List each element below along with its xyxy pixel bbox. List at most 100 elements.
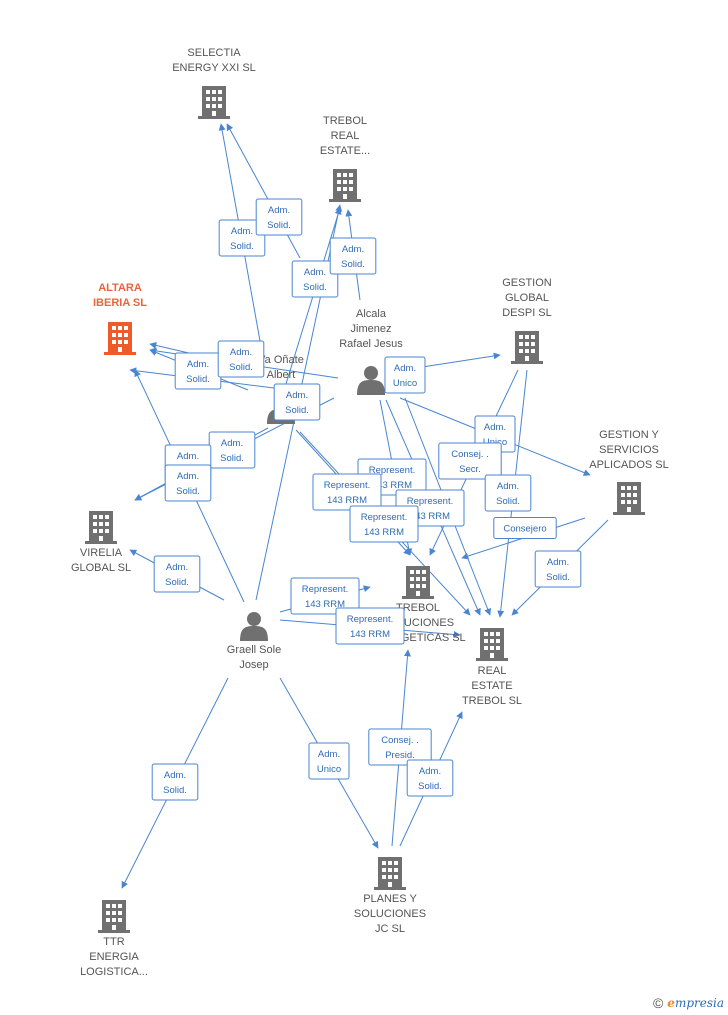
node-label: JC SL xyxy=(375,923,405,935)
edge-role-label[interactable]: Consej. . Secr. xyxy=(438,442,502,480)
edge-role-label[interactable]: Represent.143 RRM xyxy=(290,577,360,615)
node-label: SERVICIOS xyxy=(599,444,659,456)
node-label: APLICADOS SL xyxy=(589,459,668,471)
edge-role-text: Consejero xyxy=(503,524,546,535)
company-node-gestion_servicios[interactable]: GESTION Y SERVICIOS APLICADOS SL xyxy=(589,429,669,515)
node-label: TTR xyxy=(103,936,124,948)
brand-logo: empresia xyxy=(667,996,724,1010)
edge-role-label[interactable]: Adm. Unico xyxy=(384,356,426,394)
building-icon xyxy=(613,482,645,515)
edge-role-text: Solid. xyxy=(285,405,309,416)
edge-role-text: Adm. xyxy=(497,481,519,492)
edge-role-label[interactable]: Consej. . Presid. xyxy=(368,728,432,766)
edge-role-text: Solid. xyxy=(496,496,520,507)
node-label: GESTION Y xyxy=(599,429,659,441)
person-icon xyxy=(357,366,385,395)
edge-role-text: Adm. xyxy=(166,562,188,573)
edge-role-label[interactable]: Represent.143 RRM xyxy=(312,473,382,511)
edge-role-label[interactable]: Represent. 143 RRM xyxy=(349,505,419,543)
company-node-real_estate_trebol[interactable]: REAL ESTATE TREBOL SL xyxy=(462,628,522,707)
edge-role-text: Adm. xyxy=(342,244,364,255)
node-label: ESTATE xyxy=(471,680,512,692)
edge-role-text: Solid. xyxy=(418,781,442,792)
building-icon xyxy=(98,900,130,933)
edge-role-text: Adm. xyxy=(318,749,340,760)
edge-role-text: Presid. xyxy=(385,750,415,761)
edge-role-text: Solid. xyxy=(546,572,570,583)
edge-role-label[interactable]: Adm. Solid. xyxy=(484,474,532,512)
node-label: Jimenez xyxy=(351,323,392,335)
edge-role-label[interactable]: Consejero xyxy=(493,517,557,539)
edge-role-label[interactable]: Adm. Solid. xyxy=(255,198,303,236)
node-label: Albert xyxy=(267,369,296,381)
node-label: IBERIA SL xyxy=(93,297,147,309)
edge-role-text: Represent. xyxy=(407,496,453,507)
building-icon xyxy=(402,566,434,599)
edge-role-label[interactable]: Adm. Solid. xyxy=(534,550,582,588)
edge-role-text: Secr. xyxy=(459,464,481,475)
node-label: PLANES Y xyxy=(363,893,417,905)
edge-role-label[interactable]: Adm.Solid. xyxy=(329,237,377,275)
edge-role-label[interactable]: Adm.Solid. xyxy=(406,759,454,797)
edge-role-text: Solid. xyxy=(186,374,210,385)
edge-role-label[interactable]: Adm.Solid. xyxy=(208,431,256,469)
edge-role-text: 143 RRM xyxy=(364,527,404,538)
edge-role-text: Adm. xyxy=(230,347,252,358)
node-label: Va Oñate xyxy=(258,354,304,366)
company-node-ttr[interactable]: TTRENERGIALOGISTICA... xyxy=(80,900,148,978)
node-label: GLOBAL SL xyxy=(71,562,131,574)
node-label: SOLUCIONES xyxy=(354,908,426,920)
edge-role-text: Adm. xyxy=(221,438,243,449)
node-label: Josep xyxy=(239,659,268,671)
edge-role-text: Consej. . xyxy=(381,735,419,746)
edge-role-text: Adm. xyxy=(268,205,290,216)
edge-role-label[interactable]: Adm.Solid. xyxy=(218,219,266,257)
edge-role-text: Solid. xyxy=(267,220,291,231)
company-node-trebol_re_dots[interactable]: TREBOLREALESTATE... xyxy=(320,115,370,202)
node-label: ENERGY XXI SL xyxy=(172,62,256,74)
edge-role-text: Adm. xyxy=(177,451,199,462)
footer-brand[interactable]: © empresia xyxy=(653,995,724,1011)
edge-role-text: Represent. xyxy=(361,512,407,523)
edge-role-text: 143 RRM xyxy=(305,599,345,610)
edge-role-label[interactable]: Adm.Solid. xyxy=(217,340,265,378)
node-label: DESPI SL xyxy=(502,307,552,319)
edge-role-label[interactable]: Adm.Solid. xyxy=(164,464,212,502)
building-icon xyxy=(198,86,230,119)
edge-role-text: Solid. xyxy=(303,282,327,293)
edge-role-text: Adm. xyxy=(547,557,569,568)
edge-role-text: Solid. xyxy=(163,785,187,796)
company-node-planes[interactable]: PLANES Y SOLUCIONES JC SL xyxy=(354,857,426,935)
edge-role-label[interactable]: Adm.Solid. xyxy=(151,763,199,801)
edge-role-label[interactable]: Adm.Solid. xyxy=(153,555,201,593)
building-icon xyxy=(104,322,136,355)
edge-role-text: Represent. xyxy=(347,614,393,625)
building-icon xyxy=(329,169,361,202)
edge-role-label[interactable]: Adm.Unico xyxy=(308,742,350,780)
edge-role-text: 143 RRM xyxy=(372,480,412,491)
edge-role-label[interactable]: Adm.Solid. xyxy=(174,352,222,390)
edge-role-text: Unico xyxy=(393,378,417,389)
edge-role-label[interactable]: Adm. Solid. xyxy=(291,260,339,298)
edge-role-label[interactable]: Represent.143 RRM xyxy=(335,607,405,645)
edge-role-text: Adm. xyxy=(304,267,326,278)
edge-role-label[interactable]: Adm. Solid. xyxy=(273,383,321,421)
edge-role-text: Adm. xyxy=(286,390,308,401)
edge-role-text: Consej. . xyxy=(451,449,489,460)
edge-role-text: Solid. xyxy=(176,486,200,497)
edge-role-text: Adm. xyxy=(394,363,416,374)
building-icon xyxy=(511,331,543,364)
edge-labels-layer: Adm. Solid. Adm. Solid. Adm. Solid. Adm. Solid.… xyxy=(151,198,582,801)
node-label: TREBOL SL xyxy=(462,695,522,707)
node-label: Graell Sole xyxy=(227,644,281,656)
node-label: REAL xyxy=(478,665,507,677)
